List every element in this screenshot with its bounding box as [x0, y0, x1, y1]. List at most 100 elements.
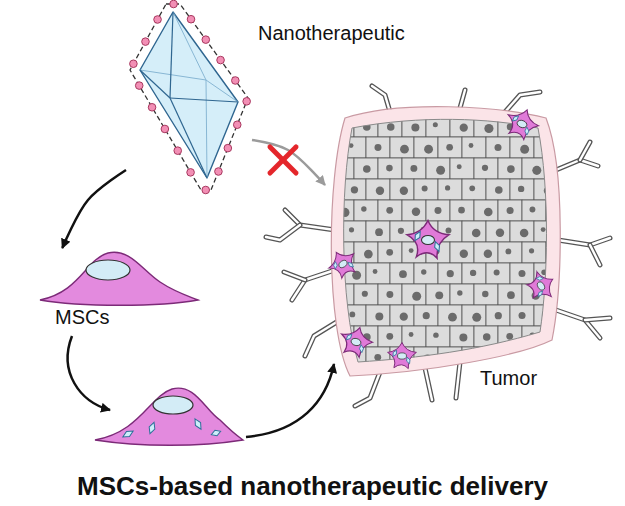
tumor-cell [438, 347, 462, 368]
tumor-nucleus [507, 291, 515, 299]
tumor-nucleus [412, 375, 420, 383]
tumor-nucleus [458, 207, 465, 214]
tumor-nucleus [518, 186, 524, 192]
tumor-cell [366, 347, 390, 368]
tumor-cell [462, 305, 486, 326]
tumor-nucleus [483, 333, 491, 341]
tumor-nucleus [434, 207, 441, 214]
tumor-nucleus [484, 124, 493, 133]
cell-body [40, 252, 198, 305]
tumor-cell [450, 368, 474, 389]
tumor-cell [390, 179, 414, 200]
homed-msc [523, 267, 560, 305]
node-label: MSCs [55, 305, 109, 329]
ligand-dot [224, 144, 232, 152]
crystal-edge [170, 98, 238, 102]
tumor-nucleus [568, 144, 576, 152]
tumor-cells [330, 116, 582, 389]
tumor-cell [426, 368, 450, 389]
loaded-msc-cell [95, 388, 243, 445]
cell-body [523, 267, 560, 305]
homed-msc [502, 104, 542, 142]
tumor-nucleus [435, 291, 443, 299]
tumor-cell [474, 242, 498, 263]
tumor-nucleus [399, 270, 407, 278]
vessel-lumen [505, 92, 540, 112]
nanoparticle [537, 290, 544, 298]
tumor-cell [402, 326, 426, 347]
tumor-nucleus [424, 145, 433, 154]
tumor-cell [510, 347, 534, 368]
tumor-nucleus [495, 186, 503, 194]
tumor-cell [330, 368, 354, 389]
tumor-cell [366, 305, 390, 326]
ligand-dot [154, 16, 162, 24]
tumor-cell [510, 221, 534, 242]
tumor-stroma [331, 107, 560, 376]
loading-arrow [68, 336, 110, 410]
flow-arrow [62, 170, 126, 248]
ligand-dot [161, 125, 169, 133]
tumor-cell [426, 326, 450, 347]
tumor-nucleus [556, 376, 565, 385]
tumor-cell [510, 305, 534, 326]
tumor-nucleus [532, 166, 541, 175]
tumor-nucleus [520, 145, 529, 154]
tumor-cell [330, 284, 354, 305]
tumor-nucleus [506, 333, 513, 340]
vessel-wall [556, 310, 600, 338]
vessel-wall [285, 210, 335, 230]
tumor-cell [534, 137, 558, 158]
vessel-wall [580, 142, 590, 160]
ligand-dot [187, 169, 195, 177]
tumor-cell [510, 179, 534, 200]
tumor-nucleus [556, 250, 565, 259]
ligand-dot [135, 82, 143, 90]
figure-title: MSCs-based nanotherapeutic delivery [0, 471, 625, 501]
tumor-cell [414, 263, 438, 284]
tumor-nucleus [340, 208, 349, 217]
tumor-nucleus [421, 269, 426, 274]
nanoparticle [210, 428, 221, 437]
tumor-cell [474, 284, 498, 305]
tumor-nucleus [470, 270, 476, 276]
tumor-node: Tumor [325, 105, 560, 395]
tumor-nucleus [362, 291, 368, 297]
tumor-nucleus [400, 145, 409, 154]
tumor-cell [354, 242, 378, 263]
tumor-nucleus [541, 227, 546, 232]
tumor-cell [534, 305, 558, 326]
tumor-nucleus [338, 291, 345, 298]
tumor-cell [366, 137, 390, 158]
nanoparticle [345, 333, 353, 341]
tumor-cell [546, 200, 570, 221]
homed-msc [388, 343, 417, 369]
tumor-cell [558, 305, 582, 326]
cell-body [502, 104, 542, 142]
vessel-lumen [456, 362, 460, 398]
crystal-edge [170, 12, 173, 98]
tumor-cell [546, 368, 570, 389]
tumor-nucleus [460, 376, 469, 385]
nanoparticle-node: Nanotherapeutic [126, 2, 252, 192]
ligand-dot [187, 15, 195, 23]
nanoparticle [121, 428, 134, 439]
tumor-nucleus [411, 123, 419, 131]
node-shape [38, 248, 200, 306]
tumor-nucleus [364, 250, 373, 259]
tumor-nucleus [554, 165, 561, 172]
cell-body [95, 388, 243, 445]
ligand-dot [148, 103, 156, 111]
tumor-cell [414, 137, 438, 158]
tumor-nucleus [495, 144, 502, 151]
cell-nucleus [516, 119, 528, 129]
vessel-lumen [372, 86, 390, 112]
msc-node: MSCs [38, 248, 200, 306]
tumor-nucleus [520, 229, 529, 238]
tumor-cell [342, 305, 366, 326]
vessel-lumen [355, 372, 380, 406]
tumor-nucleus [543, 144, 551, 152]
tumor-cell [402, 158, 426, 179]
tumor-cell [474, 200, 498, 221]
